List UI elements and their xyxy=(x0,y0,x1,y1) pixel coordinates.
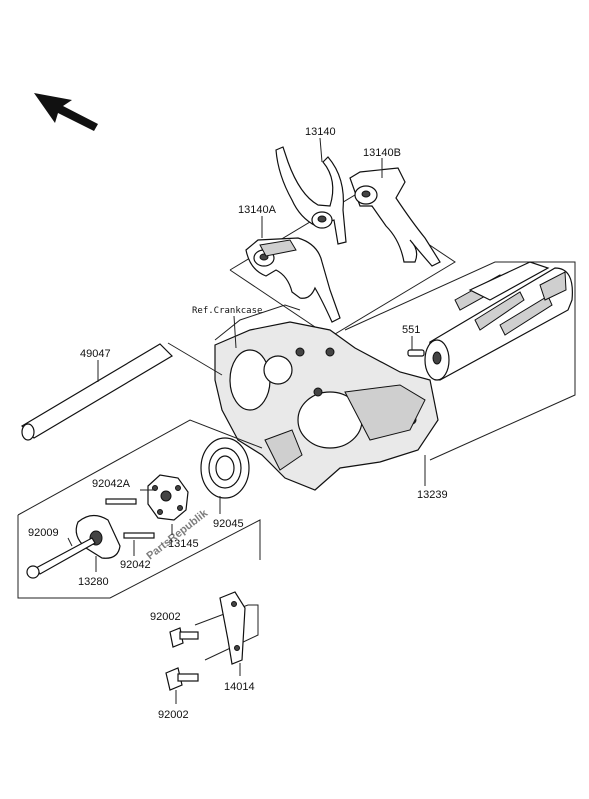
callout-92002-upper: 92002 xyxy=(150,611,181,623)
bearing-92045 xyxy=(200,437,250,499)
crankcase-reference xyxy=(214,304,439,491)
lever-group xyxy=(165,591,259,691)
cam-subassembly-group xyxy=(17,419,263,599)
shift-fork-13140B xyxy=(349,167,441,267)
callout-13239: 13239 xyxy=(417,489,448,501)
shift-drum-cam-13145 xyxy=(147,474,189,521)
callout-92002-lower: 92002 xyxy=(158,709,189,721)
pin-92042A xyxy=(105,498,137,505)
shift-shaft-49047 xyxy=(21,342,223,441)
plate-13280 xyxy=(75,514,121,559)
direction-arrow-icon xyxy=(34,93,98,131)
callout-13140A: 13140A xyxy=(238,204,277,216)
callout-14014: 14014 xyxy=(224,681,255,693)
shift-fork-13140 xyxy=(275,146,347,245)
callout-92045: 92045 xyxy=(213,518,244,530)
bolt-92002-lower xyxy=(165,667,199,691)
callout-92042: 92042 xyxy=(120,559,151,571)
ref-crankcase-label: Ref.Crankcase xyxy=(192,306,262,316)
shift-forks-group xyxy=(229,146,456,338)
callout-13145: 13145 xyxy=(168,538,199,550)
callout-92042A: 92042A xyxy=(92,478,131,490)
shift-drum-13239 xyxy=(344,261,576,461)
callout-551: 551 xyxy=(402,324,420,336)
callout-13280: 13280 xyxy=(78,576,109,588)
callout-49047: 49047 xyxy=(80,348,111,360)
callout-13140B: 13140B xyxy=(363,147,401,159)
leader-lines xyxy=(67,137,426,704)
callout-labels: Ref.Crankcase 13140 13140B 13140A 551 49… xyxy=(28,126,448,721)
pin-92042 xyxy=(123,532,155,539)
shift-fork-13140A xyxy=(245,237,341,323)
pin-551 xyxy=(407,349,425,357)
callout-13140: 13140 xyxy=(305,126,336,138)
bolt-92009 xyxy=(26,537,96,579)
callout-92009: 92009 xyxy=(28,527,59,539)
bolt-92002-upper xyxy=(169,627,199,648)
